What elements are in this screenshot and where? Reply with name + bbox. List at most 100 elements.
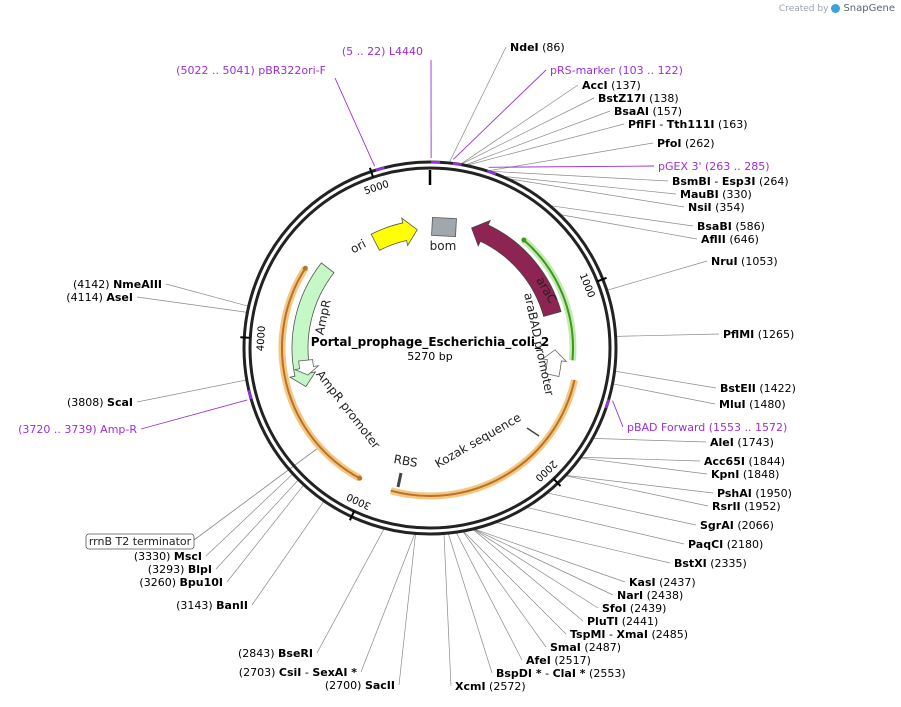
site-pflmi[interactable]: PflMI (1265) — [723, 328, 794, 341]
site-label: BsaAI (157) — [614, 105, 682, 118]
rrnb-terminator-leader — [193, 447, 319, 541]
site-bsteii[interactable]: BstEII (1422) — [720, 382, 796, 395]
site-paqci[interactable]: PaqCI (2180) — [688, 538, 763, 551]
site-kasi[interactable]: KasI (2437) — [629, 576, 696, 589]
site-xcmi[interactable]: XcmI (2572) — [455, 680, 526, 693]
site-leader-line — [464, 110, 611, 166]
primer-pbr322ori-f[interactable]: (5022 .. 5041) pBR322ori-F — [176, 64, 385, 172]
primer-leader-line — [612, 400, 624, 428]
site-acc65i[interactable]: Acc65I (1844) — [704, 455, 785, 468]
site-csii[interactable]: (2703) CsiI - SexAI * — [239, 666, 357, 679]
site-nsii[interactable]: NsiI (354) — [688, 201, 745, 214]
site-leader-line — [443, 533, 452, 687]
site-label: (2700) SacII — [325, 679, 395, 692]
primer-label: pBAD Forward (1553 .. 1572) — [627, 421, 787, 434]
scale-tick-mark — [348, 510, 356, 521]
snapgene-credit: Created by SnapGene — [779, 3, 895, 14]
primer-pbad-forward[interactable]: pBAD Forward (1553 .. 1572) — [604, 399, 787, 434]
site-leader-line — [465, 123, 625, 166]
site-bstxi[interactable]: BstXI (2335) — [674, 557, 747, 570]
site-label: Acc65I (1844) — [704, 455, 785, 468]
site-aflii[interactable]: AflII (646) — [701, 233, 759, 246]
site-asei[interactable]: (4114) AseI — [66, 291, 133, 304]
site-bspdi[interactable]: BspDI * - ClaI * (2553) — [496, 667, 626, 680]
scale-tick-label: 5000 — [363, 179, 391, 197]
primer-leader-line — [140, 399, 248, 430]
primer-mark — [375, 166, 385, 172]
site-leader-line — [606, 260, 708, 291]
site-label: AccI (137) — [582, 79, 641, 92]
site-leader-line — [565, 475, 709, 507]
site-label: NdeI (86) — [510, 41, 565, 54]
site-leader-line — [612, 383, 716, 405]
site-sfoi[interactable]: SfoI (2439) — [602, 602, 666, 615]
site-label: KpnI (1848) — [711, 468, 779, 481]
primer-l4440[interactable]: (5 .. 22) L4440 — [342, 45, 441, 164]
site-label: AflII (646) — [701, 233, 759, 246]
site-label: XcmI (2572) — [455, 680, 526, 693]
site-acci[interactable]: AccI (137) — [582, 79, 641, 92]
bom-feature-box — [431, 216, 457, 238]
plasmid-size: 5270 bp — [407, 350, 452, 363]
site-label: (2703) CsiI - SexAI * — [239, 666, 357, 679]
site-msci[interactable]: (3330) MscI — [134, 550, 202, 563]
site-bpu10i[interactable]: (3260) Bpu10I — [139, 576, 223, 589]
site-afei[interactable]: AfeI (2517) — [526, 654, 591, 667]
site-bsaai[interactable]: BsaAI (157) — [614, 105, 682, 118]
site-kpni[interactable]: KpnI (1848) — [711, 468, 779, 481]
site-pflfi[interactable]: PflFI - Tth111I (163) — [628, 118, 748, 131]
site-nari[interactable]: NarI (2438) — [617, 589, 683, 602]
site-label: (3808) ScaI — [67, 396, 133, 409]
site-mlui[interactable]: MluI (1480) — [719, 398, 786, 411]
primer-mark — [452, 162, 462, 166]
site-maubi[interactable]: MauBI (330) — [680, 188, 752, 201]
site-scai[interactable]: (3808) ScaI — [67, 396, 133, 409]
site-sacii[interactable]: (2700) SacII — [325, 679, 395, 692]
site-ndei[interactable]: NdeI (86) — [510, 41, 565, 54]
site-leader-line — [165, 283, 249, 307]
site-nmeaiii[interactable]: (4142) NmeAIII — [73, 278, 162, 291]
rrnb-terminator-label: rrnB T2 terminator — [89, 535, 192, 548]
site-leader-line — [398, 533, 416, 686]
site-pshai[interactable]: PshAI (1950) — [717, 487, 792, 500]
ampr-promoter-arrow — [293, 359, 320, 376]
rbs-label: RBS — [393, 452, 419, 470]
site-leader-line — [487, 142, 654, 172]
kozak-feature-mark — [526, 427, 540, 437]
bom-label: bom — [430, 239, 457, 253]
site-leader-line — [495, 521, 671, 564]
site-label: (3260) Bpu10I — [139, 576, 223, 589]
site-leader-line — [565, 474, 714, 494]
site-bseri[interactable]: (2843) BseRI — [238, 647, 313, 660]
site-bstz17i[interactable]: BstZ17I (138) — [598, 92, 679, 105]
primer-pgex-3[interactable]: pGEX 3' (263 .. 285) — [486, 160, 770, 176]
arac-feature-track — [523, 239, 574, 361]
site-label: (3293) BlpI — [148, 563, 212, 576]
site-leader-line — [447, 533, 493, 674]
ampr-promoter-label: AmpR promoter — [313, 368, 383, 452]
scale-tick-mark — [552, 478, 562, 487]
site-leader-line — [455, 532, 523, 661]
site-smai[interactable]: SmaI (2487) — [550, 641, 621, 654]
site-rsrii[interactable]: RsrII (1952) — [712, 500, 781, 513]
site-sgrai[interactable]: SgrAI (2066) — [700, 519, 774, 532]
site-pfoi[interactable]: PfoI (262) — [657, 137, 715, 150]
site-label: MauBI (330) — [680, 188, 752, 201]
site-banii[interactable]: (3143) BanII — [176, 599, 248, 612]
site-leader-line — [549, 205, 694, 227]
site-leader-line — [615, 333, 720, 337]
site-pluti[interactable]: PluTI (2441) — [587, 615, 658, 628]
site-blpi[interactable]: (3293) BlpI — [148, 563, 212, 576]
site-label: (4114) AseI — [66, 291, 133, 304]
site-label: PshAI (1950) — [717, 487, 792, 500]
primer-amp-r[interactable]: (3720 .. 3739) Amp-R — [18, 390, 253, 436]
primer-leader-line — [452, 69, 547, 160]
site-bsabi[interactable]: BsaBI (586) — [697, 220, 765, 233]
site-leader-line — [525, 506, 685, 545]
site-tspmi[interactable]: TspMI - XmaI (2485) — [570, 628, 688, 641]
site-bsmbi[interactable]: BsmBI - Esp3I (264) — [672, 175, 789, 188]
site-alei[interactable]: AleI (1743) — [710, 436, 774, 449]
primer-label: (5 .. 22) L4440 — [342, 45, 423, 58]
site-nrui[interactable]: NruI (1053) — [711, 255, 778, 268]
primer-prs-marker[interactable]: pRS-marker (103 .. 122) — [452, 64, 683, 166]
